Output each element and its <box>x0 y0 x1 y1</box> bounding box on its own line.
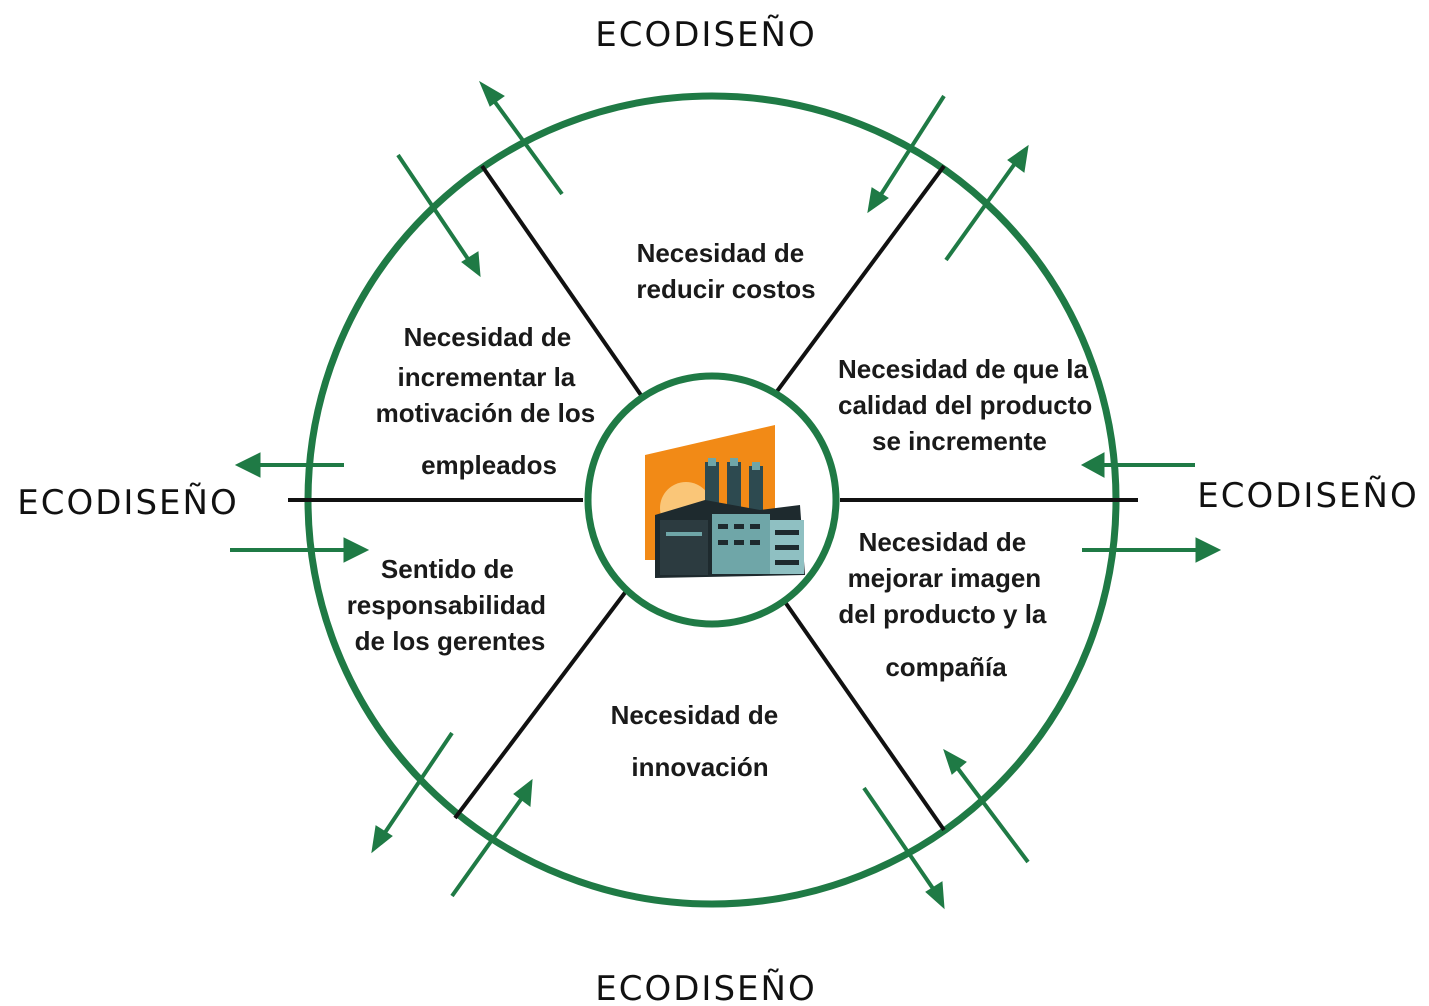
spoke-upper-left <box>480 164 645 400</box>
arrow-in-bottom-right <box>943 748 1030 864</box>
spoke-upper-right <box>773 164 946 396</box>
spoke-lower-right <box>783 600 946 832</box>
segment-lower-left-text: Sentido de responsabilidad de los gerent… <box>347 554 554 656</box>
arrow-in-top-right <box>867 94 946 214</box>
arrow-in-bottom-left <box>450 778 533 898</box>
ecodesign-label-top: ECODISEÑO <box>595 15 816 55</box>
segment-upper-right-text: Necesidad de que la calidad del producto… <box>838 354 1099 456</box>
segment-upper-left-text: Necesidad de incrementar la motivación d… <box>376 322 603 480</box>
inner-ring <box>584 372 840 628</box>
ecodesign-label-right: ECODISEÑO <box>1197 476 1418 516</box>
spoke-lower-left <box>453 588 629 820</box>
segment-top-text: Necesidad de reducir costos <box>636 238 815 304</box>
ecodesign-label-bottom: ECODISEÑO <box>595 969 816 1006</box>
arrow-in-left <box>230 537 370 563</box>
spokes <box>288 164 1138 832</box>
ecodesign-arrows <box>230 80 1222 910</box>
segment-bottom-text: Necesidad de innovación <box>611 700 786 782</box>
arrow-out-bottom-left <box>371 731 454 854</box>
arrow-in-top-left <box>396 153 481 278</box>
arrow-out-left <box>234 452 344 478</box>
arrow-out-top-right <box>944 144 1029 262</box>
factory-icon <box>645 425 805 578</box>
arrow-out-bottom-right <box>862 786 945 910</box>
arrow-in-right <box>1080 452 1195 478</box>
arrow-out-top-left <box>478 80 564 196</box>
arrow-out-right <box>1082 537 1222 563</box>
segment-lower-right-text: Necesidad de mejorar imagen del producto… <box>838 527 1053 682</box>
ecodesign-label-left: ECODISEÑO <box>17 483 238 523</box>
